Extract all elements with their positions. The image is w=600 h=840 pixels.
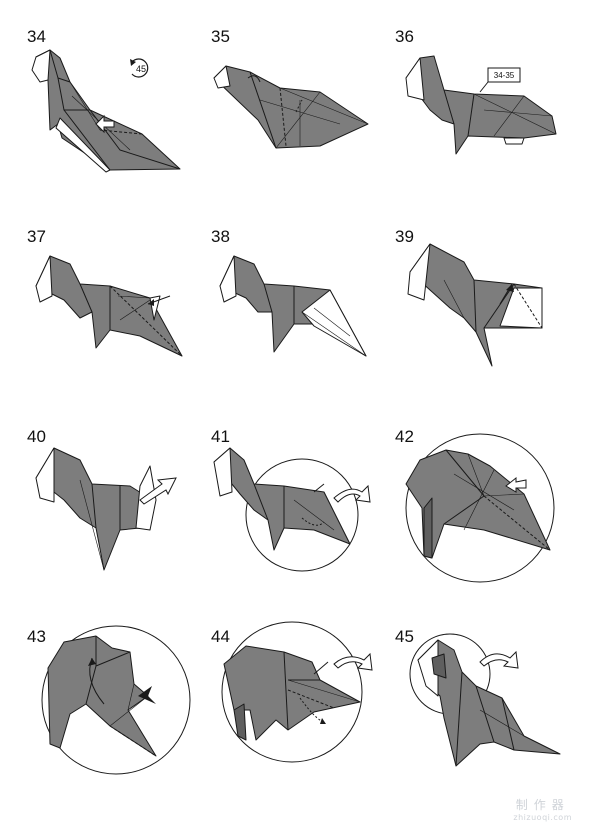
step-number-41: 41 bbox=[211, 427, 230, 446]
repeat-label: 34-35 bbox=[494, 71, 515, 80]
step-36-diagram: 34-35 bbox=[405, 55, 557, 155]
step-41-diagram bbox=[213, 447, 371, 572]
step-number-39: 39 bbox=[395, 227, 414, 246]
step-number-36: 36 bbox=[395, 27, 414, 46]
watermark-line1: 制作器 bbox=[515, 798, 570, 812]
step-number-45: 45 bbox=[395, 627, 414, 646]
repeat-steps-badge: 34-35 bbox=[479, 67, 521, 93]
step-34-diagram: 45 bbox=[31, 49, 181, 173]
step-number-40: 40 bbox=[27, 427, 46, 446]
push-arrow-icon bbox=[95, 114, 115, 134]
step-number-42: 42 bbox=[395, 427, 414, 446]
turn-over-arrow-icon bbox=[479, 650, 519, 669]
step-40-diagram bbox=[35, 447, 177, 571]
step-39-diagram bbox=[407, 243, 543, 367]
watermark-line2: zhizuoqi.com bbox=[513, 813, 572, 822]
step-number-43: 43 bbox=[27, 627, 46, 646]
step-number-34: 34 bbox=[27, 27, 46, 46]
turn-over-arrow-icon bbox=[333, 652, 373, 671]
zoom-circle bbox=[221, 621, 363, 763]
step-number-37: 37 bbox=[27, 227, 46, 246]
step-44-diagram bbox=[221, 621, 373, 763]
turn-over-arrow-icon bbox=[333, 484, 371, 503]
step-42-diagram bbox=[405, 433, 555, 583]
watermark: 制作器 zhizuoqi.com bbox=[513, 796, 572, 822]
step-43-diagram bbox=[41, 625, 191, 775]
push-arrow-icon bbox=[505, 476, 527, 493]
zoom-circle bbox=[245, 458, 359, 572]
step-number-44: 44 bbox=[211, 627, 230, 646]
rotate-symbol-icon: 45 bbox=[130, 58, 149, 78]
step-38-diagram bbox=[219, 255, 367, 357]
step-35-diagram bbox=[213, 65, 369, 149]
step-45-diagram bbox=[409, 633, 561, 767]
sink-arrow-icon bbox=[138, 686, 156, 704]
step-37-diagram bbox=[35, 255, 183, 357]
zoom-circle bbox=[405, 433, 555, 583]
rotate-label: 45 bbox=[136, 64, 146, 74]
zoom-circle bbox=[41, 625, 191, 775]
step-number-38: 38 bbox=[211, 227, 230, 246]
pull-out-arrow-icon bbox=[139, 477, 177, 505]
step-number-35: 35 bbox=[211, 27, 230, 46]
